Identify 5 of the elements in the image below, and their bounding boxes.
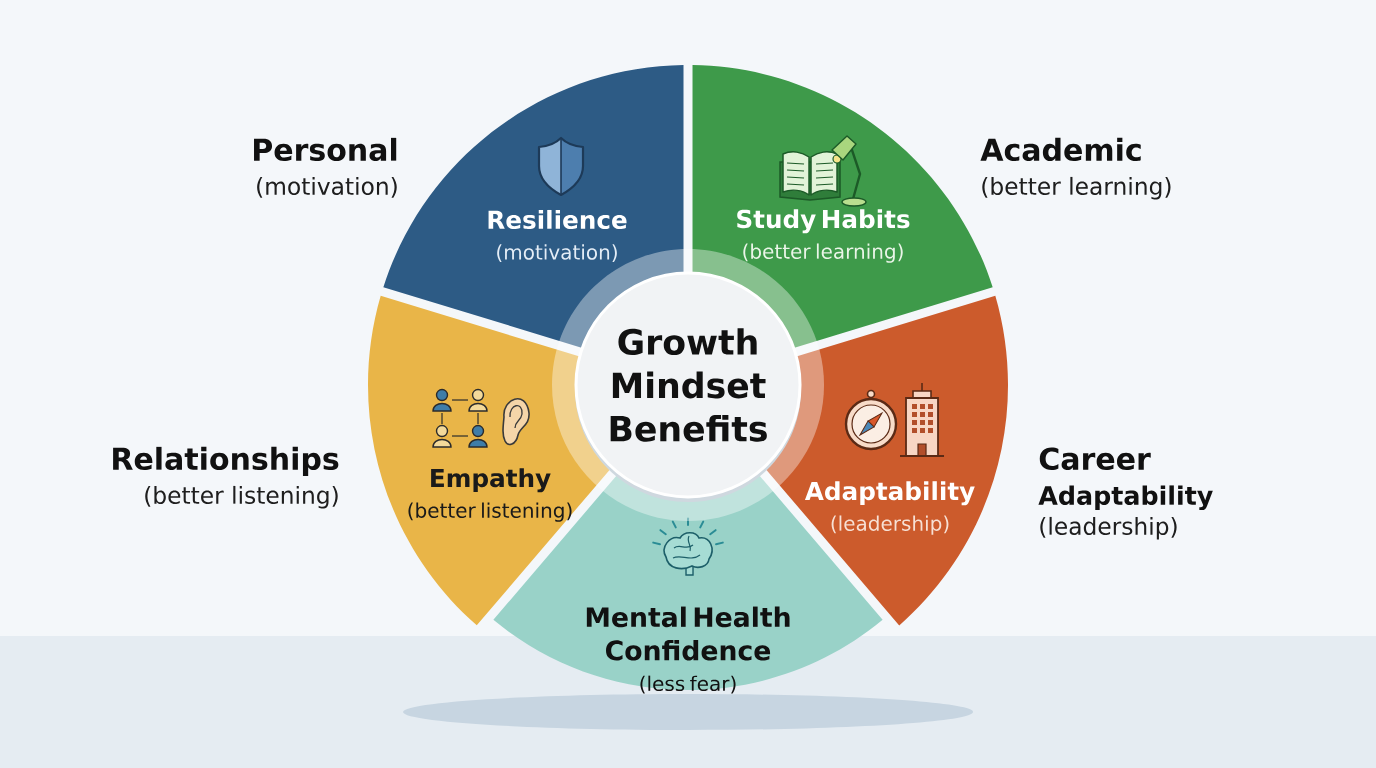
side-heading: Adaptability (1038, 485, 1213, 511)
side-note: (better listening) (145, 485, 338, 509)
side-note: (leadership) (1040, 516, 1177, 540)
side-heading: Relationships (113, 446, 339, 476)
side-heading: Career (1039, 447, 1151, 471)
